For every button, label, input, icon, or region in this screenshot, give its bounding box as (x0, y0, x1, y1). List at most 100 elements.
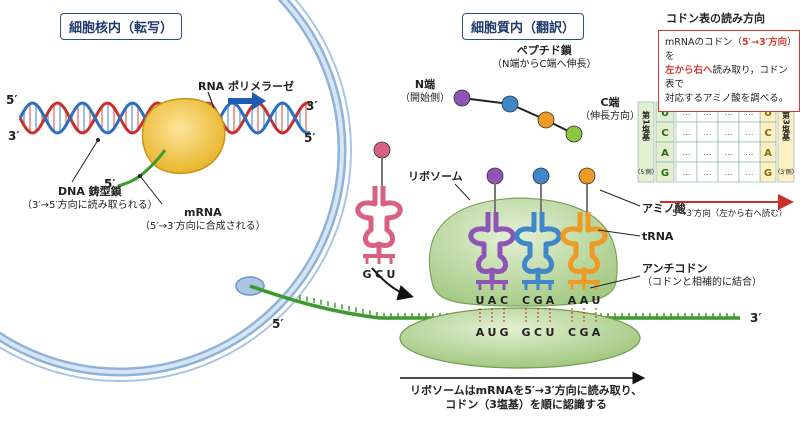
first-base-label: A (661, 148, 669, 159)
anticodon-base: U (476, 294, 485, 307)
third-base-label: G (764, 168, 772, 179)
third-base-label: C (764, 128, 771, 139)
trna-entry-arrow (371, 267, 414, 301)
amino-acid-label: アミノ酸 (642, 202, 686, 215)
first-base-label: U (661, 108, 669, 119)
anticodon-base: A (488, 294, 497, 307)
transcription-direction-arrow (228, 92, 266, 110)
codon-cell-text: … (704, 148, 712, 157)
c-end-label: C端 （伸長方向） (580, 96, 640, 122)
anticodon-base: G (362, 268, 371, 281)
codon-cell (738, 161, 761, 183)
codon-base: G (521, 326, 530, 339)
dna-double-helix (18, 101, 311, 135)
dna-end-3-right: 3′ (306, 99, 318, 113)
third-base-header: 第3塩基 (781, 110, 791, 142)
anticodon-base: U (387, 268, 396, 281)
bound-amino-acid (486, 167, 504, 185)
codon-base: U (546, 326, 555, 339)
codon-cell-text: … (746, 128, 754, 137)
first-base-label: C (661, 128, 668, 139)
anticodon-base: U (592, 294, 601, 307)
amino-acid-bead (537, 111, 555, 129)
caption-line-2: コドン（3塩基）を順に認識する (445, 398, 607, 411)
first-base-header-cell (637, 101, 655, 183)
first-base-cell (655, 161, 675, 183)
nucleus-title: 細胞核内（転写） (60, 13, 183, 40)
codon-base: A (592, 326, 601, 339)
cytoplasmic-mrna-5-end: 5′ (272, 317, 284, 331)
nuclear-mrna-title: mRNA (184, 206, 222, 219)
codon-cell-text: … (746, 108, 754, 117)
ribosome-small-subunit (399, 307, 641, 369)
dna-template-title: DNA 鋳型鎖 (57, 185, 122, 198)
trna-body (355, 186, 403, 248)
dna-end-5-right: 5′ (304, 131, 316, 145)
n-end-label: N端 （開始側） (400, 78, 450, 104)
translation-caption: リボソームはmRNAを5′→3′方向に読み取り、 コドン（3塩基）を順に認識する (410, 384, 642, 412)
codon-cell-text: … (725, 128, 733, 137)
bound-amino-acid (532, 167, 550, 185)
codon-cell-text: … (704, 168, 712, 177)
anticodon-base: A (546, 294, 555, 307)
cytoplasmic-mrna-3-end: 3′ (750, 311, 762, 325)
free-amino-acid (373, 141, 391, 159)
cytoplasmic-mrna-strand (249, 284, 740, 320)
third-base-label: A (764, 148, 772, 159)
dna-end-3-left: 3′ (8, 129, 20, 143)
third-base-label: U (764, 108, 772, 119)
nuclear-mrna-note: （5′→3′方向に合成される） (140, 221, 266, 232)
dna-template-label: DNA 鋳型鎖 （3′→5′方向に読み取られる） (22, 185, 158, 212)
codon-cell-text: … (683, 168, 691, 177)
codon-cell-text: … (725, 148, 733, 157)
peptide-bond-line (461, 97, 575, 135)
cytoplasm-title: 細胞質内（翻訳） (462, 13, 585, 40)
amino-acid-bead (565, 125, 583, 143)
third-base-sub: （3′側） (774, 168, 797, 176)
dna-end-5-left: 5′ (6, 93, 18, 107)
polymerase-label: RNA ポリメラーゼ (198, 80, 295, 93)
first-base-label: G (661, 168, 669, 179)
caption-line-1: リボソームはmRNAを5′→3′方向に読み取り、 (410, 384, 643, 397)
anticodon-label: アンチコドン （コドンと相補的に結合） (642, 262, 762, 288)
codon-cell-text: … (704, 128, 712, 137)
codon-cell-text: … (704, 108, 712, 117)
anticodon-base: C (500, 294, 508, 307)
codon-base: G (579, 326, 588, 339)
codon-base: A (476, 326, 485, 339)
codon-cell-text: … (746, 168, 754, 177)
peptide-chain (453, 89, 583, 143)
anticodon-base: C (522, 294, 530, 307)
first-base-sub: （5′側） (634, 168, 657, 176)
amino-acid-bead (501, 95, 519, 113)
trna-label: tRNA (642, 230, 674, 243)
first-base-header: 第1塩基 (641, 110, 651, 142)
codon-direction-note: 5′→3′方向（左から右へ読む） (672, 209, 788, 219)
codon-base: C (534, 326, 542, 339)
ribosome-large-subunit (428, 197, 618, 307)
ribosome-label: リボソーム (408, 170, 463, 183)
anticodon-base: A (580, 294, 589, 307)
ribosome (399, 197, 641, 369)
peptide-label: ペプチド鎖 （N端からC端へ伸長） (492, 44, 597, 70)
codon-cell-text: … (683, 148, 691, 157)
codon-table-title: コドン表の読み方向 (666, 12, 765, 25)
nuclear-mrna-label: mRNA （5′→3′方向に合成される） (140, 206, 266, 233)
codon-cell-text: … (683, 128, 691, 137)
anticodon-base: G (533, 294, 542, 307)
codon-cell-text: … (683, 108, 691, 117)
dna-template-note: （3′→5′方向に読み取られる） (22, 200, 158, 211)
codon-cell-text: … (746, 148, 754, 157)
amino-acid-bead (453, 89, 471, 107)
anticodon-base: A (568, 294, 577, 307)
codon-cell-text: … (725, 108, 733, 117)
codon-base: C (568, 326, 576, 339)
codon-table-instructions: mRNAのコドン（5′→3′方向）を 左から右へ読み取り，コドン表で 対応するア… (658, 30, 800, 112)
